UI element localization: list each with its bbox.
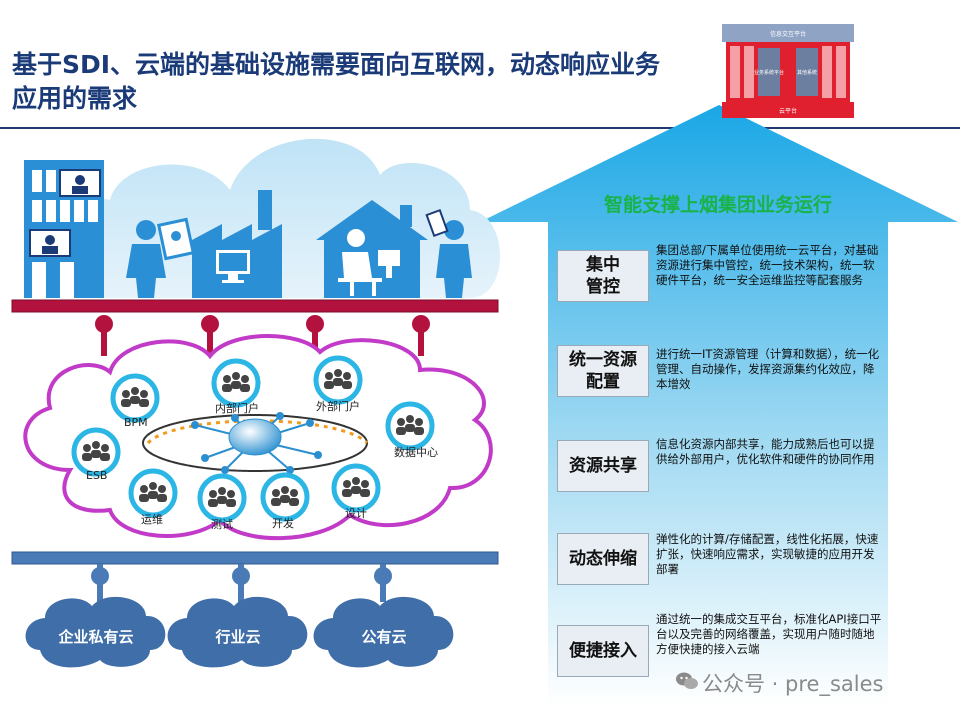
bottom-clouds [25, 596, 454, 668]
people-group-icon [128, 468, 178, 518]
industry-cloud-label: 行业云 [215, 628, 261, 646]
title-line-2: 应用的需求 [12, 84, 138, 113]
page-title: 基于SDI、云端的基础设施需要面向互联网，动态响应业务 应用的需求 [12, 48, 712, 116]
node-label: 外部门户 [316, 400, 360, 413]
orbit-arc [146, 419, 369, 445]
row-label: 统一资源 配置 [557, 345, 649, 397]
people-group-icon [71, 427, 121, 477]
title-divider [0, 127, 960, 129]
node-label: BPM [124, 416, 148, 429]
access-bar [11, 299, 499, 356]
arrow-title: 智能支撑上烟集团业务运行 [603, 194, 832, 216]
private-cloud-shape [25, 596, 166, 668]
node-label: 运维 [141, 513, 163, 526]
row-label: 集中 管控 [557, 250, 649, 302]
people-group-icon [211, 358, 261, 408]
phone-user-icon [425, 208, 472, 298]
video-call-icon [29, 169, 101, 257]
globe-icon [191, 412, 322, 474]
people-group-icon [385, 401, 435, 451]
row-description: 信息化资源内部共享，能力成熟后也可以提供给外部用户，优化软件和硬件的协同作用 [656, 437, 875, 466]
title-line-1: 基于SDI、云端的基础设施需要面向互联网，动态响应业务 [12, 50, 661, 79]
tablet-icon [156, 217, 196, 261]
node-label: 测试 [211, 518, 233, 531]
private-cloud-label: 企业私有云 [58, 628, 134, 646]
node-label: 设计 [345, 507, 367, 520]
row-description: 进行统一IT资源管理（计算和数据），统一化管理、自动操作，发挥资源集约化效应，降… [656, 347, 880, 391]
watermark: 公众号 · pre_sales [702, 672, 884, 696]
row-label: 资源共享 [557, 440, 649, 492]
node-label: 内部门户 [215, 402, 259, 415]
network-bar [11, 551, 499, 602]
people-group-icon [331, 463, 381, 513]
people-group-icon [313, 355, 363, 405]
logo-right-label: 其他系统 [797, 69, 817, 76]
row-label: 便捷接入 [557, 625, 649, 677]
worker-at-desk-icon [338, 229, 400, 296]
row-description: 集团总部/下属单位使用统一云平台，对基础资源进行集中管控，统一技术架构，统一软硬… [656, 243, 879, 287]
people-group-icon [197, 473, 247, 523]
wechat-icon [676, 672, 698, 689]
public-cloud-label: 公有云 [361, 628, 407, 646]
row-description: 通过统一的集成交互平台，标准化API接口平台以及完善的网络覆盖，实现用户随时随地… [656, 612, 882, 656]
row-label: 动态伸缩 [557, 533, 649, 585]
node-label: ESB [86, 469, 108, 482]
people-group-icon [110, 373, 160, 423]
service-nodes [71, 355, 435, 523]
row-description: 弹性化的计算/存储配置，线性化拓展，快速扩张，快速响应需求，实现敏捷的应用开发部… [656, 532, 879, 576]
platform-stack-icon: 信息交互平台 云平台 业务系统平台 其他系统 [722, 24, 854, 118]
cloud-platform-logo: 信息交互平台 云平台 业务系统平台 其他系统 [718, 22, 858, 122]
node-label: 数据中心 [394, 446, 438, 459]
logo-top-label: 信息交互平台 [770, 30, 806, 38]
person-icon [126, 220, 166, 298]
public-cloud-shape [313, 596, 454, 668]
monitor-icon [216, 250, 250, 283]
logo-bottom-label: 云平台 [779, 107, 797, 115]
logo-left-label: 业务系统平台 [754, 69, 784, 76]
industry-cloud-shape [167, 596, 308, 668]
people-group-icon [260, 472, 310, 522]
node-label: 开发 [272, 517, 294, 530]
